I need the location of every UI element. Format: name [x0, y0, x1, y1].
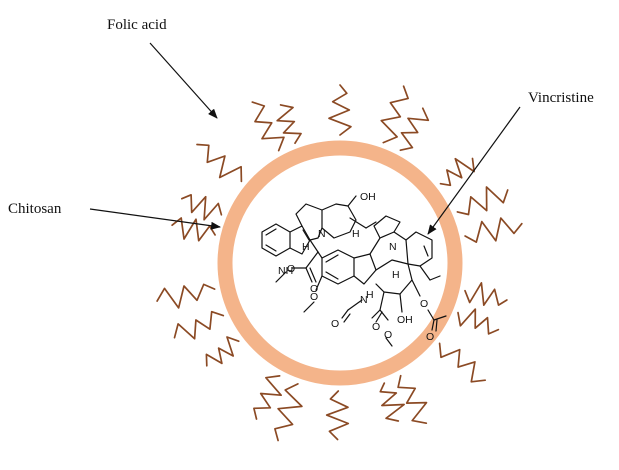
- atom-o-ester2: O: [372, 321, 380, 333]
- folic-acid-chain: [464, 282, 508, 306]
- atom-o-ester1b: O: [310, 283, 318, 295]
- atom-o-acetyl2: O: [426, 331, 434, 343]
- atom-n-right: N: [389, 241, 397, 253]
- vincristine-molecule: OH N H NH H O O O N H H N O O O OH O O: [261, 191, 447, 347]
- folic-acid-chains: [156, 84, 523, 442]
- atom-n-formyl: N: [360, 294, 368, 306]
- atom-h-right2: H: [366, 289, 374, 301]
- folic-acid-chain: [173, 310, 225, 340]
- folic-acid-chain: [379, 382, 405, 422]
- folic-acid-chain: [457, 308, 500, 335]
- vincristine-arrow: [427, 106, 521, 235]
- chitosan-label: Chitosan: [8, 201, 62, 217]
- folic-acid-chain: [397, 374, 428, 425]
- atom-o-ester1: O: [287, 263, 295, 275]
- atom-h-right: H: [392, 269, 400, 281]
- folic-acid-chain: [380, 85, 409, 144]
- folic-acid-chain: [274, 383, 303, 442]
- folic-acid-chain: [251, 101, 285, 152]
- folic-acid-arrow: [149, 42, 218, 119]
- chitosan-shell: [217, 140, 463, 386]
- folic-acid-chain: [180, 193, 223, 221]
- chitosan-arrow: [89, 208, 221, 230]
- folic-acid-chain: [205, 336, 240, 367]
- vincristine-label: Vincristine: [528, 90, 594, 106]
- folic-acid-chain: [456, 186, 509, 216]
- folic-acid-chain: [399, 107, 430, 152]
- atom-o-methoxy: O: [310, 291, 318, 303]
- atom-oh-top: OH: [360, 191, 376, 203]
- folic-acid-chain: [325, 390, 350, 441]
- folic-acid-chain: [156, 283, 216, 309]
- folic-acid-chain: [438, 342, 487, 383]
- atom-n-upper: N: [318, 228, 326, 240]
- folic-acid-chain: [196, 143, 243, 183]
- atom-h-indole: H: [302, 241, 310, 253]
- atom-h-upper: H: [352, 228, 360, 240]
- folic-acid-chain: [464, 217, 523, 243]
- atom-nh-indole: NH: [278, 265, 293, 277]
- folic-acid-chain: [439, 157, 475, 187]
- folic-acid-chain: [276, 104, 302, 145]
- atom-o-ester2b: O: [384, 329, 392, 341]
- atom-o-acetyl: O: [420, 298, 428, 310]
- atom-oh-right: OH: [397, 314, 413, 326]
- folic-acid-chain: [253, 375, 282, 420]
- folic-acid-label: Folic acid: [107, 17, 167, 33]
- atom-o-formyl: O: [331, 318, 339, 330]
- folic-acid-chain: [328, 84, 352, 136]
